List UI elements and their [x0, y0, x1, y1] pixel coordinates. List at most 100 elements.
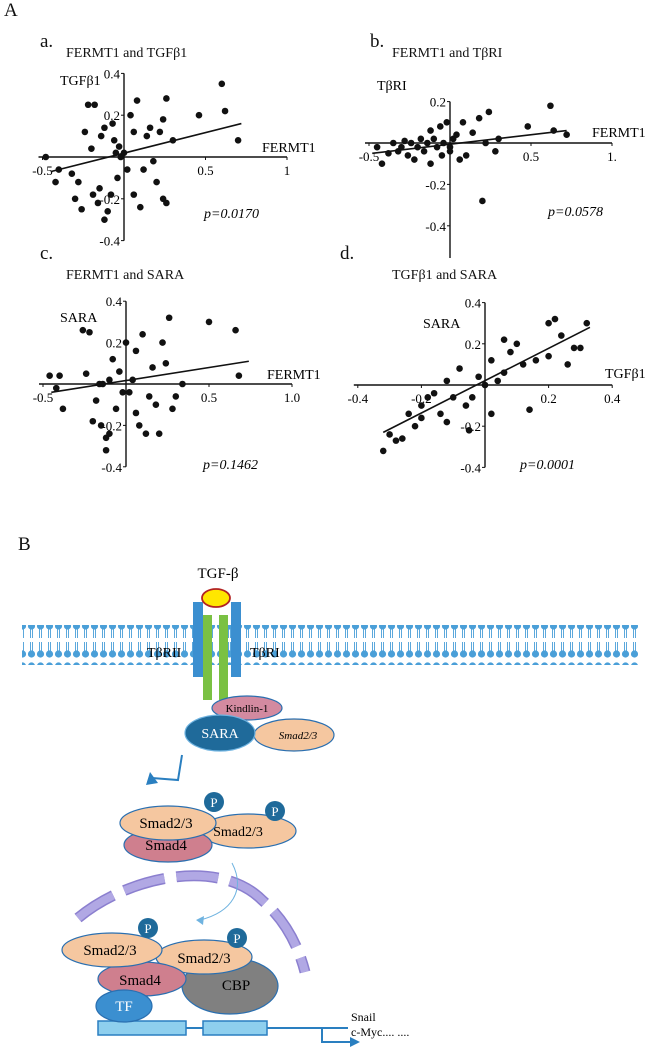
data-point [112, 149, 120, 157]
data-point [145, 393, 153, 400]
receptor-tbri-bar [231, 602, 241, 677]
data-point [469, 129, 476, 136]
data-point [462, 402, 470, 409]
panel-d-label: d. [340, 243, 355, 264]
data-point [133, 97, 141, 104]
data-point [411, 422, 419, 430]
y-tick-label: 0.2 [465, 337, 481, 352]
x-tick-label: 0.5 [201, 390, 217, 405]
y-tick-label: -0.4 [425, 219, 446, 234]
dna-box-1 [97, 1020, 187, 1036]
data-point [462, 152, 470, 159]
data-point [583, 319, 591, 327]
data-point [378, 160, 386, 167]
signaling-pathway-diagram: TGF-β TβRII TβRI Smad2/3 Kindlin-1 SARA … [22, 566, 638, 1047]
data-point [130, 191, 138, 198]
data-point [524, 123, 532, 130]
data-point [433, 143, 441, 151]
data-point [92, 397, 100, 404]
p-value-label: p=0.0170 [203, 207, 259, 222]
y-tick-label: 0.2 [430, 95, 446, 110]
data-point [150, 157, 157, 165]
x-tick-label: -0.4 [348, 391, 369, 406]
panel-d-title: TGFβ1 and SARA [392, 268, 498, 283]
data-point [126, 388, 133, 396]
y-tick-label: -0.4 [460, 460, 481, 475]
data-point [453, 131, 460, 139]
panel-a-label: a. [40, 31, 54, 52]
data-point [143, 132, 151, 140]
signal-arrow-1-head [146, 772, 158, 785]
data-point [169, 405, 176, 413]
data-point [485, 108, 493, 116]
data-point [140, 166, 147, 173]
data-point [139, 331, 146, 338]
data-point [437, 410, 444, 418]
transcription-arrow-head [350, 1037, 360, 1047]
data-point [545, 352, 552, 360]
panel-b-title: FERMT1 and TβRI [392, 46, 503, 61]
tf-label: TF [115, 999, 133, 1015]
data-point [127, 111, 134, 119]
data-point [563, 131, 570, 139]
dna-box-2 [202, 1020, 268, 1036]
data-point [407, 139, 415, 147]
data-point [149, 364, 156, 371]
data-point [86, 328, 93, 336]
y-tick-label: -0.4 [99, 234, 120, 249]
data-point [110, 136, 118, 144]
phospho-nuclear-1-label: P [144, 921, 151, 936]
data-point [75, 178, 82, 186]
data-point [418, 414, 425, 422]
data-point [106, 376, 113, 384]
x-tick-label: -0.5 [359, 149, 380, 164]
data-point [411, 156, 418, 163]
data-point [550, 127, 557, 134]
smad23-nuclear-back-label: Smad2/3 [177, 951, 230, 967]
y-tick-label: 0.2 [104, 108, 120, 123]
x-tick-label: 0.4 [604, 391, 621, 406]
data-point [232, 326, 239, 334]
data-point [495, 135, 502, 143]
data-point [106, 430, 113, 437]
trend-line [51, 360, 249, 394]
data-point [142, 430, 150, 437]
y-tick-label: 0.4 [104, 66, 121, 81]
data-point [89, 417, 97, 425]
data-point [115, 143, 123, 150]
x-axis-label: FERMT1 [262, 141, 316, 156]
data-point [438, 152, 446, 159]
data-point [155, 430, 163, 437]
section-a-label: A [4, 0, 18, 21]
data-point [507, 348, 514, 356]
data-point [558, 332, 565, 339]
y-tick-label: 0.4 [106, 294, 123, 309]
data-point [465, 427, 473, 434]
data-point [404, 152, 412, 159]
phospho-cyto-2-label: P [271, 804, 278, 819]
data-point [392, 437, 400, 444]
y-tick-label: 0.4 [465, 296, 482, 311]
data-point [88, 145, 95, 152]
data-point [169, 136, 177, 144]
data-point [526, 406, 533, 414]
panel-c-title: FERMT1 and SARA [66, 268, 185, 283]
x-tick-label: 0.5 [197, 163, 213, 178]
data-point [570, 344, 578, 352]
data-point [159, 339, 166, 346]
data-point [500, 336, 508, 343]
data-point [94, 199, 102, 207]
data-point [475, 373, 482, 381]
data-point [172, 393, 180, 400]
data-point [418, 402, 425, 409]
x-tick-label: 1.0 [284, 390, 300, 405]
x-axis-label: FERMT1 [267, 368, 320, 383]
nuclear-envelope-inner [75, 871, 309, 974]
data-point [481, 381, 489, 389]
data-point [102, 446, 110, 454]
data-point [163, 95, 170, 102]
data-point [97, 132, 105, 140]
